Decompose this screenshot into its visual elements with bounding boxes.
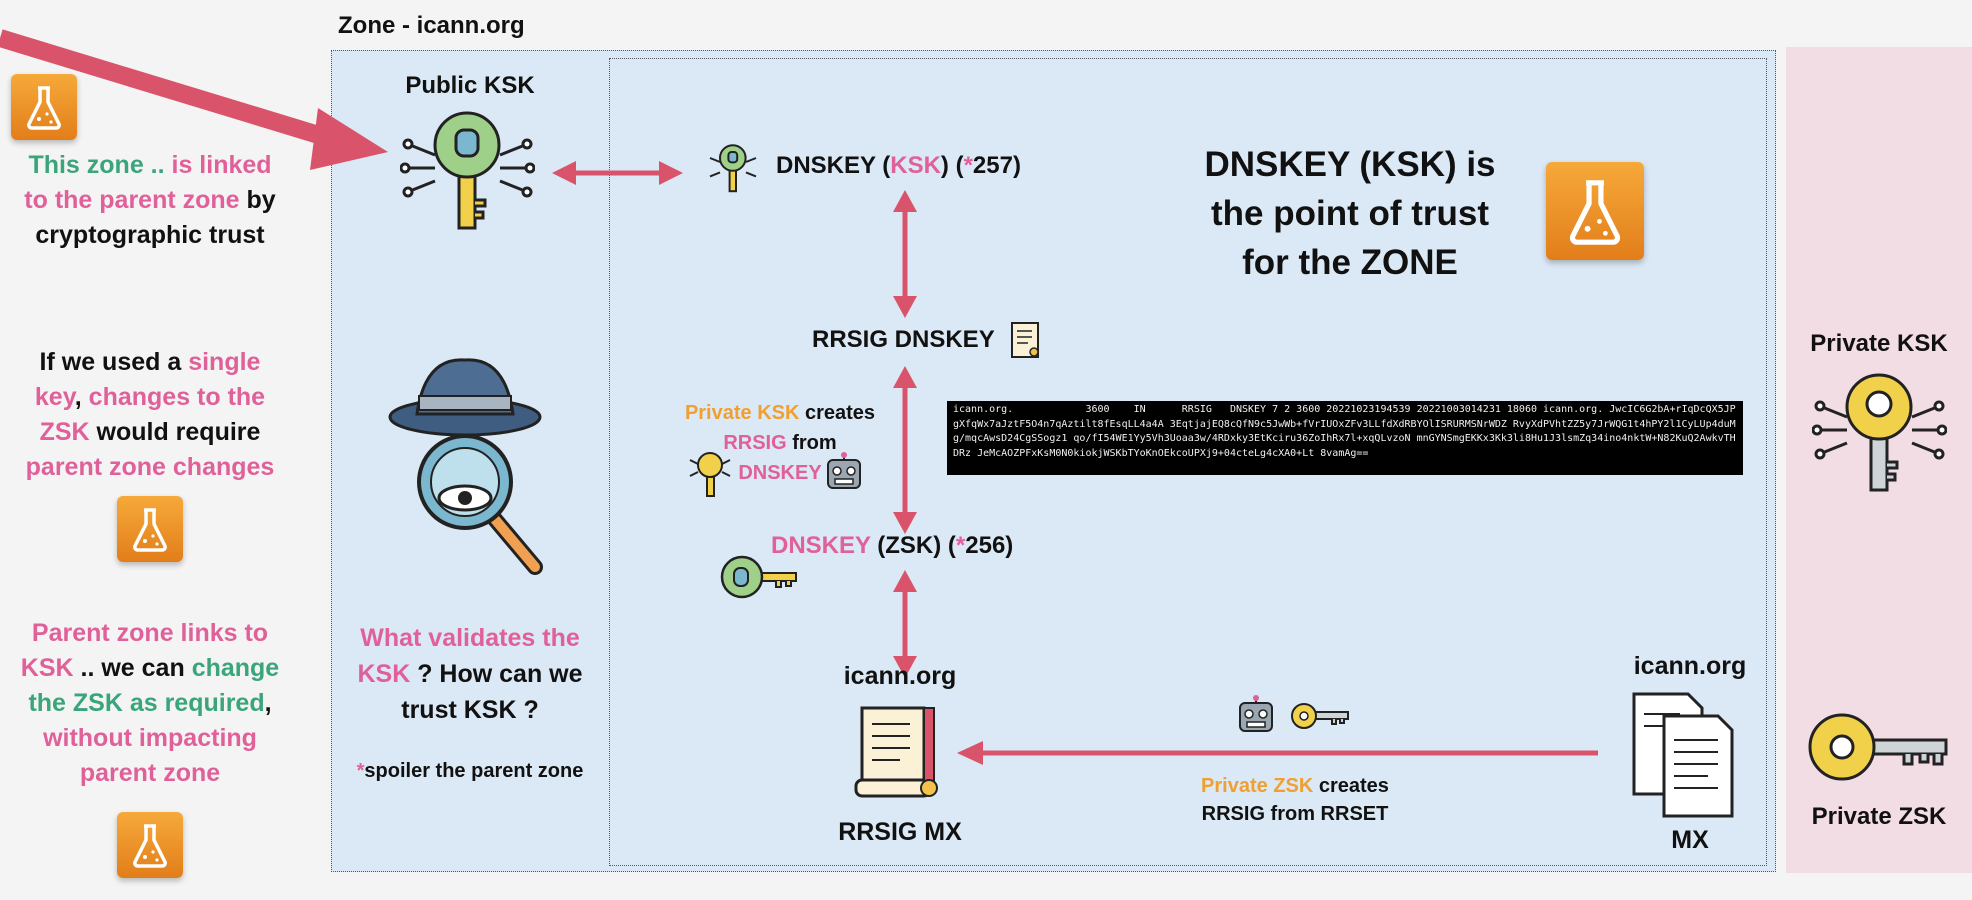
dnssec-records-panel	[609, 58, 1767, 866]
rrsig-terminal-output: icann.org. 3600 IN RRSIG DNSKEY 7 2 3600…	[947, 401, 1743, 475]
document-icon	[854, 706, 938, 798]
dnskey-zsk-label: DNSKEY (ZSK) (*256)	[771, 532, 1014, 559]
validator-question: What validates the KSK ? How can we trus…	[357, 624, 583, 724]
trust-arrow	[552, 161, 683, 185]
flask-icon	[11, 74, 77, 140]
robot-icon	[827, 452, 861, 489]
vertical-arrow	[893, 190, 917, 318]
signing-arrow	[957, 741, 1598, 765]
rrsig-zone-label: icann.org	[843, 662, 957, 690]
public-key-icon	[720, 555, 797, 599]
flask-icon	[117, 496, 183, 562]
note-parent-zone: Parent zone links to KSK .. we can chang…	[20, 619, 280, 787]
rrsig-mx-label: RRSIG MX	[838, 818, 962, 846]
note-zone-linked: This zone .. is linked to the parent zon…	[24, 151, 276, 249]
spoiler-note: *spoiler the parent zone	[356, 760, 584, 782]
zone-title: Zone - icann.org	[338, 12, 525, 39]
private-key-icon	[1291, 703, 1349, 729]
flask-icon	[117, 812, 183, 878]
private-ksk-creates-note: Private KSK creates RRSIG from DNSKEY	[684, 402, 876, 484]
public-key-icon	[400, 111, 535, 230]
parent-link-arrow	[0, 29, 388, 170]
vertical-arrow	[893, 570, 917, 678]
flask-icon	[1546, 162, 1644, 260]
vertical-arrow	[893, 366, 917, 534]
private-key-icon	[1808, 713, 1948, 781]
private-zsk-creates-note: Private ZSK creates RRSIG from RRSET	[1201, 775, 1389, 825]
private-key-icon	[689, 452, 731, 497]
private-key-icon	[1812, 373, 1947, 492]
dnskey-ksk-label: DNSKEY (KSK) (*257)	[776, 152, 1021, 179]
robot-icon	[1239, 695, 1273, 732]
public-ksk-label: Public KSK	[405, 72, 535, 99]
private-zsk-label: Private ZSK	[1811, 803, 1947, 830]
document-icon	[1011, 322, 1039, 358]
rrsig-dnskey-label: RRSIG DNSKEY	[812, 326, 995, 353]
mx-zone-label: icann.org	[1633, 652, 1747, 680]
spy-icon	[388, 358, 543, 575]
public-key-icon	[709, 144, 757, 193]
note-single-key: If we used a single key, changes to the …	[25, 348, 275, 481]
trust-statement: DNSKEY (KSK) is the point of trust for t…	[1204, 145, 1496, 282]
private-ksk-label: Private KSK	[1810, 330, 1948, 357]
document-icon	[1632, 692, 1734, 818]
mx-label: MX	[1671, 826, 1709, 854]
